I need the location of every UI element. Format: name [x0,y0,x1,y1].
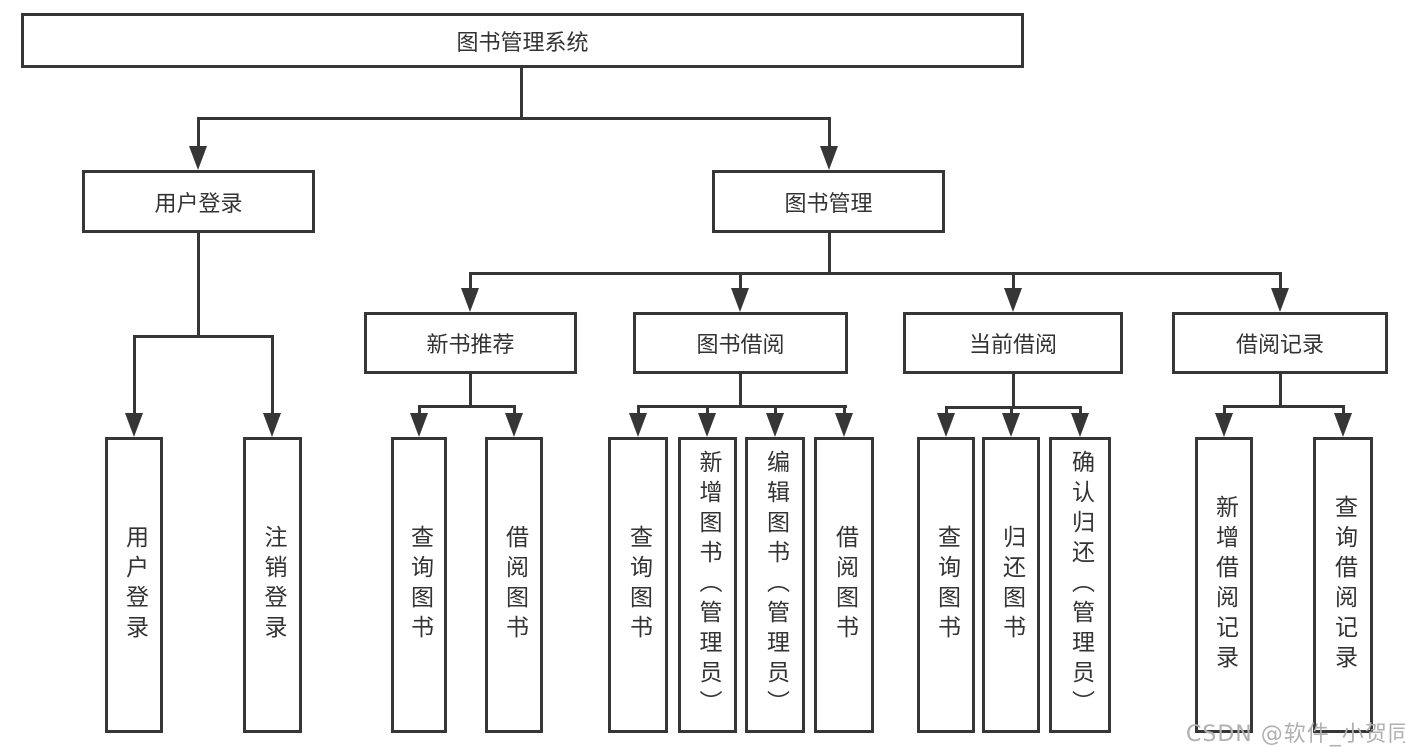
connector-line [706,405,709,417]
connector-line [739,272,742,290]
arrowhead-down-icon [766,413,784,437]
connector-line [828,117,831,149]
node-query-book-leaf: 查询图书 [391,437,447,733]
arrowhead-down-icon [937,413,955,437]
connector-line [133,335,274,338]
connector-line [1279,272,1282,290]
arrowhead-down-icon [820,146,838,170]
arrowhead-down-icon [189,146,207,170]
node-user-login: 用户登录 [82,170,315,233]
connector-line [637,405,847,408]
arrowhead-down-icon [263,413,281,437]
connector-line [1223,405,1345,408]
connector-line [843,405,846,417]
connector-line [469,374,472,405]
connector-line [739,374,742,405]
node-query-book-leaf: 查询图书 [917,437,975,733]
connector-line [418,405,516,408]
arrowhead-down-icon [1071,413,1089,437]
connector-line [1342,405,1345,417]
node-root: 图书管理系统 [21,13,1024,68]
node-borrow-book-leaf: 借阅图书 [485,437,543,733]
connector-line [1010,406,1013,417]
arrowhead-down-icon [1004,288,1022,312]
arrowhead-down-icon [505,413,523,437]
connector-line [513,405,516,417]
connector-line [418,405,421,417]
arrowhead-down-icon [1334,413,1352,437]
arrowhead-down-icon [629,413,647,437]
connector-line [197,233,200,335]
node-new-book-recommend: 新书推荐 [364,312,577,374]
connector-line [1079,406,1082,417]
connector-line [774,405,777,417]
connector-line [197,117,200,149]
node-book-borrow: 图书借阅 [633,312,848,374]
node-borrow-record: 借阅记录 [1172,312,1388,374]
connector-line [1279,374,1282,405]
connector-line [520,68,523,117]
arrowhead-down-icon [461,288,479,312]
arrowhead-down-icon [731,288,749,312]
arrowhead-down-icon [698,413,716,437]
connector-line [1012,374,1015,406]
connector-line [828,233,831,272]
connector-line [197,117,831,120]
connector-line [1223,405,1226,417]
connector-line [469,272,472,290]
node-query-book-leaf: 查询图书 [608,437,668,733]
node-edit-book-admin-leaf: 编辑图书（管理员） [745,437,805,733]
arrowhead-down-icon [835,413,853,437]
node-current-borrow: 当前借阅 [903,312,1123,374]
connector-line [945,406,1082,409]
csdn-watermark: CSDN @软件_小贺同学 [1186,722,1405,747]
node-query-borrow-record-leaf: 查询借阅记录 [1313,437,1373,733]
connector-line [469,272,1282,275]
connector-line [1012,272,1015,290]
node-confirm-return-admin-leaf: 确认归还（管理员） [1049,437,1111,733]
connector-line [945,406,948,417]
node-borrow-book-leaf: 借阅图书 [814,437,874,733]
node-logout-leaf: 注销登录 [243,437,302,733]
connector-line [133,335,136,415]
connector-line [637,405,640,417]
arrowhead-down-icon [410,413,428,437]
arrowhead-down-icon [1271,288,1289,312]
node-add-borrow-record-leaf: 新增借阅记录 [1195,437,1253,733]
arrowhead-down-icon [1002,413,1020,437]
node-book-management: 图书管理 [712,170,945,233]
connector-line [271,335,274,415]
arrowhead-down-icon [125,413,143,437]
arrowhead-down-icon [1215,413,1233,437]
node-user-login-leaf: 用户登录 [105,437,163,733]
node-return-book-leaf: 归还图书 [982,437,1040,733]
node-add-book-admin-leaf: 新增图书（管理员） [678,437,737,733]
